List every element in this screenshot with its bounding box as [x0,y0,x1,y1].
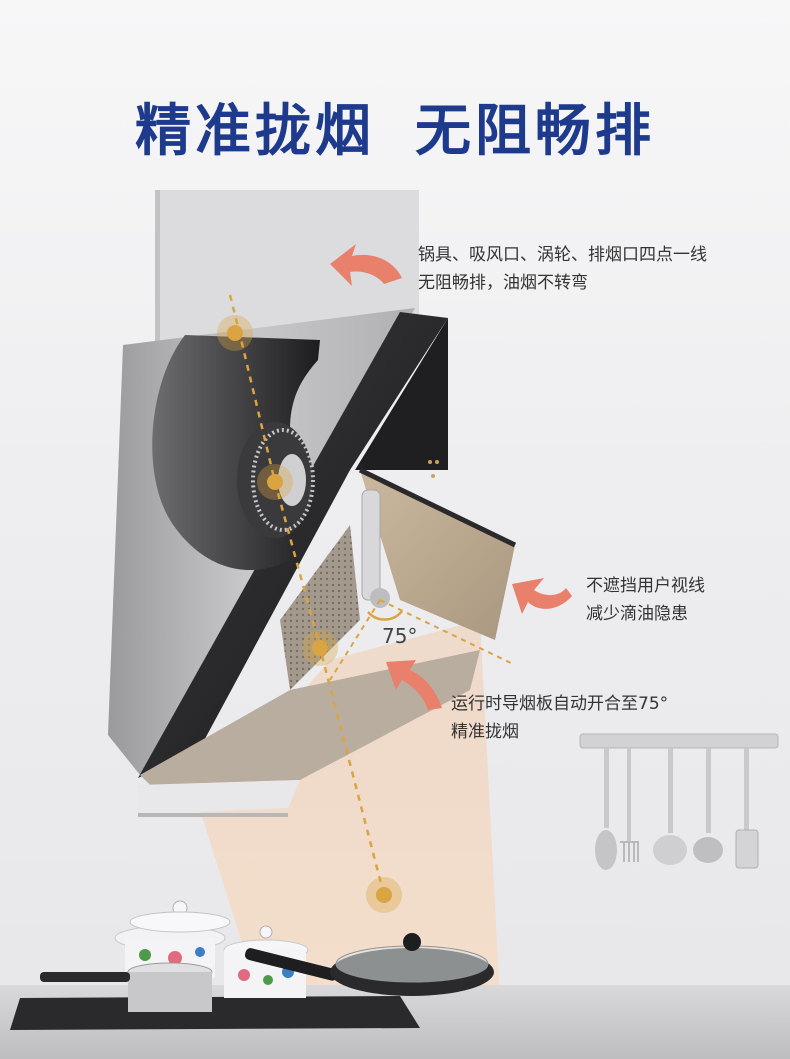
deflector-hinge [361,489,381,601]
note-bottom-line2: 精准拢烟 [451,722,519,742]
utensil-rail [579,733,779,870]
control-display [428,460,439,478]
note-top-line1: 锅具、吸风口、涡轮、排烟口四点一线 [418,245,707,265]
note-bottom-line1: 运行时导烟板自动开合至75° [451,694,669,714]
guide-dot-pan [366,877,402,913]
steel-saucepan [40,962,213,1012]
smoke-deflector-plate [360,470,515,640]
hood-glass-face [355,318,448,470]
note-top: 锅具、吸风口、涡轮、排烟口四点一线 无阻畅排，油烟不转弯 [418,241,707,297]
angle-label: 75° [382,624,418,648]
hinge-joint [370,588,390,608]
note-middle: 不遮挡用户视线 减少滴油隐患 [586,572,705,628]
cooktop [10,996,420,1030]
grease-filter [280,525,360,690]
headline: 精准拢烟无阻畅排 [0,86,790,167]
headline-part2: 无阻畅排 [415,99,655,164]
guide-dot-intake [302,630,338,666]
hood-bottom-trim [138,780,300,815]
guide-dot-turbine [257,464,293,500]
smoke-beam [200,620,500,1000]
note-bottom: 运行时导烟板自动开合至75° 精准拢烟 [451,690,668,746]
arrow-top [330,244,402,286]
hood-bottom-trim-shadow [138,813,288,817]
arrow-middle [512,578,572,614]
angle-ref-line-vertical [379,599,516,666]
deflector-plate-edge [358,467,517,548]
note-middle-line2: 减少滴油隐患 [586,604,688,624]
headline-part1: 精准拢烟 [135,99,375,164]
frying-pan [244,933,494,996]
chimney-edge [155,190,160,350]
note-top-line2: 无阻畅排，油烟不转弯 [418,273,588,293]
angle-arc [367,610,403,621]
arrow-bottom [386,660,442,710]
note-middle-line1: 不遮挡用户视线 [586,576,705,596]
guide-dot-outlet [217,315,253,351]
